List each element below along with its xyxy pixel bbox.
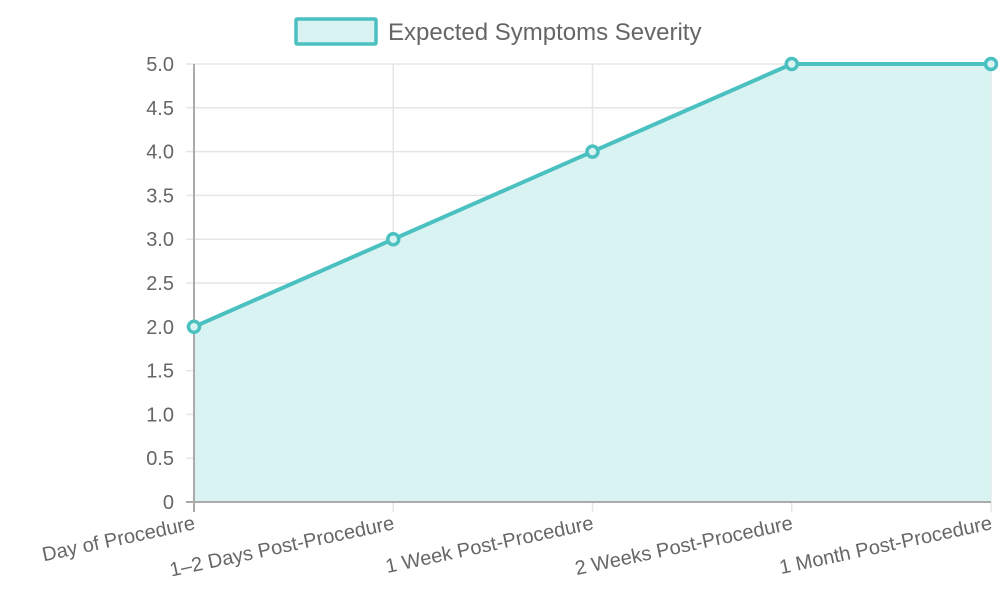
y-axis-tick-labels: 0 0.5 1.0 1.5 2.0 2.5 3.0 3.5 4.0 4.5 5.0 bbox=[146, 54, 174, 514]
legend-label[interactable]: Expected Symptoms Severity bbox=[388, 19, 701, 46]
y-tick-label: 2.0 bbox=[146, 317, 174, 339]
y-tick-label: 2.5 bbox=[146, 273, 174, 295]
area-fill bbox=[194, 64, 991, 502]
y-tick-label: 3.0 bbox=[146, 229, 174, 251]
y-tick-label: 4.5 bbox=[146, 98, 174, 120]
legend-swatch[interactable] bbox=[294, 17, 378, 46]
data-point[interactable] bbox=[983, 56, 999, 72]
y-tick-label: 0.5 bbox=[146, 448, 174, 470]
data-point[interactable] bbox=[784, 56, 799, 72]
data-point[interactable] bbox=[186, 319, 202, 335]
x-tick-label: 1 Week Post-Procedure bbox=[384, 512, 596, 578]
y-tick-label: 4.0 bbox=[146, 142, 174, 164]
y-tick-label: 1.5 bbox=[146, 361, 174, 383]
y-tick-label: 5.0 bbox=[146, 54, 174, 76]
y-tick-label: 0 bbox=[163, 492, 174, 514]
x-tick-label: 2 Weeks Post-Procedure bbox=[573, 512, 795, 580]
series-line bbox=[186, 56, 999, 335]
x-tick-label: 1 Month Post-Procedure bbox=[777, 512, 994, 579]
y-tick-label: 1.0 bbox=[146, 404, 174, 426]
x-tick-label: 1–2 Days Post-Procedure bbox=[168, 512, 397, 581]
axes bbox=[186, 64, 991, 512]
legend[interactable]: Expected Symptoms Severity bbox=[294, 17, 701, 46]
data-point[interactable] bbox=[386, 231, 401, 247]
y-tick-label: 3.5 bbox=[146, 185, 174, 207]
data-point[interactable] bbox=[585, 144, 600, 159]
